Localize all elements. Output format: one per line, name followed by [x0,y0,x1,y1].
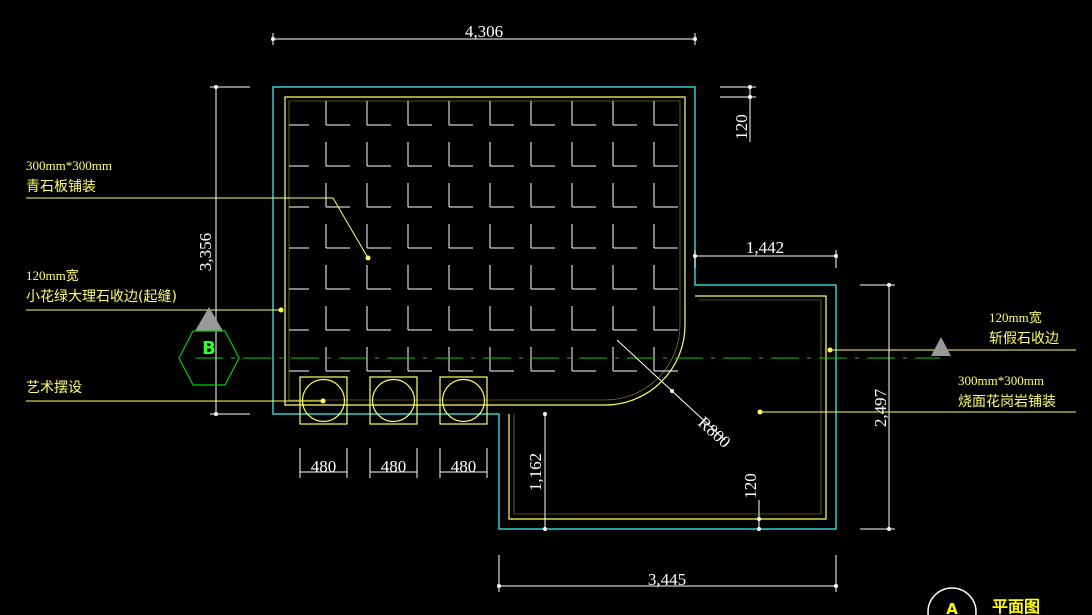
bluestone-grid [289,101,678,372]
note-art-text: 艺术摆设 [26,380,82,396]
dim-left-height-label: 3,356 [196,233,215,271]
dim-planter-3-label: 480 [451,457,477,476]
dim-right-height-label: 2,497 [871,388,890,427]
dim-bottom-width [497,555,838,592]
lower-paving-border-inner [513,299,822,515]
leader-bluestone [26,197,371,261]
outer-outline [272,86,837,530]
dim-right-edge [720,85,756,142]
section-marker-b [178,307,240,386]
note-granite-size: 300mm*300mm [958,373,1044,388]
dim-step-width [693,250,838,268]
leader-art [26,398,326,404]
note-chopped-text: 斩假石收边 [989,331,1059,347]
dim-lower-height-label: 1,162 [526,453,545,491]
title-marker-a-label: A [946,600,958,615]
title-marker-a [927,587,977,615]
leader-marble [26,307,284,313]
upper-paving-border-inner [288,100,681,401]
dim-right-edge-label: 120 [732,114,751,140]
dim-right-height [860,283,895,531]
section-marker-right [931,337,951,356]
planter-3 [439,376,488,425]
leader-chopped [827,347,1076,353]
dim-lower-edge-label: 120 [741,473,760,499]
dim-planter-2-label: 480 [381,457,407,476]
note-bluestone-text: 青石板铺装 [26,179,96,195]
radius-label: R800 [694,413,734,452]
note-bluestone-size: 300mm*300mm [26,158,112,173]
note-marble-text: 小花绿大理石收边(起缝) [26,289,177,305]
section-marker-b-label: B [202,338,216,359]
note-granite-text: 烧面花岗岩铺装 [958,394,1056,410]
dim-lower-height [543,412,547,531]
dim-planters [299,448,488,478]
dim-left-height [210,85,250,416]
leader-granite [757,409,1076,415]
dim-top-width [271,33,697,45]
lower-paving-border [508,295,827,520]
planter-2 [369,376,418,425]
dim-lower-edge [757,500,761,531]
note-marble-width: 120mm宽 [26,268,79,283]
dim-bottom-width-label: 3,445 [648,570,686,589]
dim-planter-1-label: 480 [311,457,337,476]
dim-step-width-label: 1,442 [746,238,784,257]
upper-paving-border [284,96,686,406]
dim-top-width-label: 4,306 [465,22,503,41]
note-chopped-width: 120mm宽 [989,310,1042,325]
plan-title: 平面图 [992,597,1040,615]
